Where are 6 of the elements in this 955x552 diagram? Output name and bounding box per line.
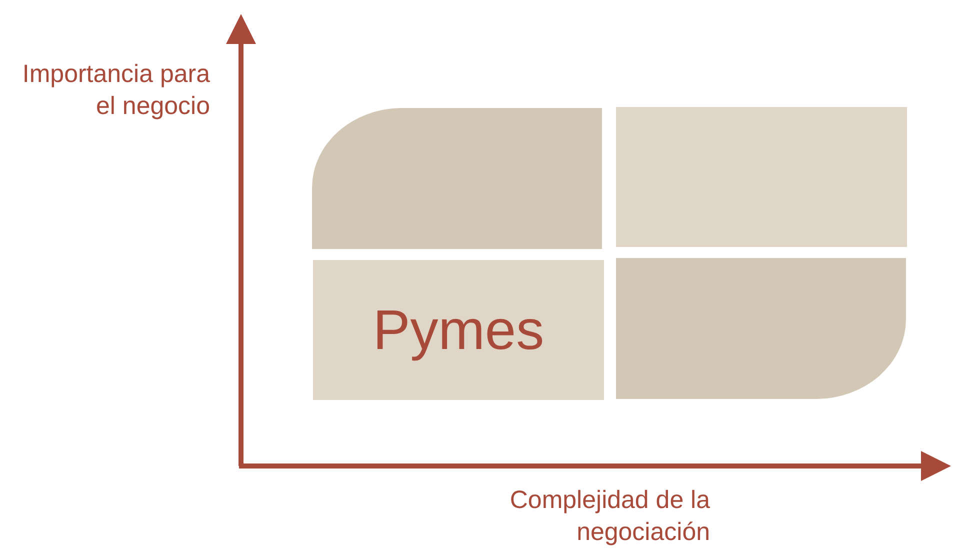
y-axis-label: Importancia para el negocio <box>21 59 210 122</box>
quadrant-box <box>312 108 602 249</box>
quadrant-box <box>616 107 907 247</box>
x-axis-label: Complejidad de la negociación <box>508 485 710 548</box>
quadrant-box <box>313 260 604 400</box>
quadrant-box <box>616 258 906 399</box>
